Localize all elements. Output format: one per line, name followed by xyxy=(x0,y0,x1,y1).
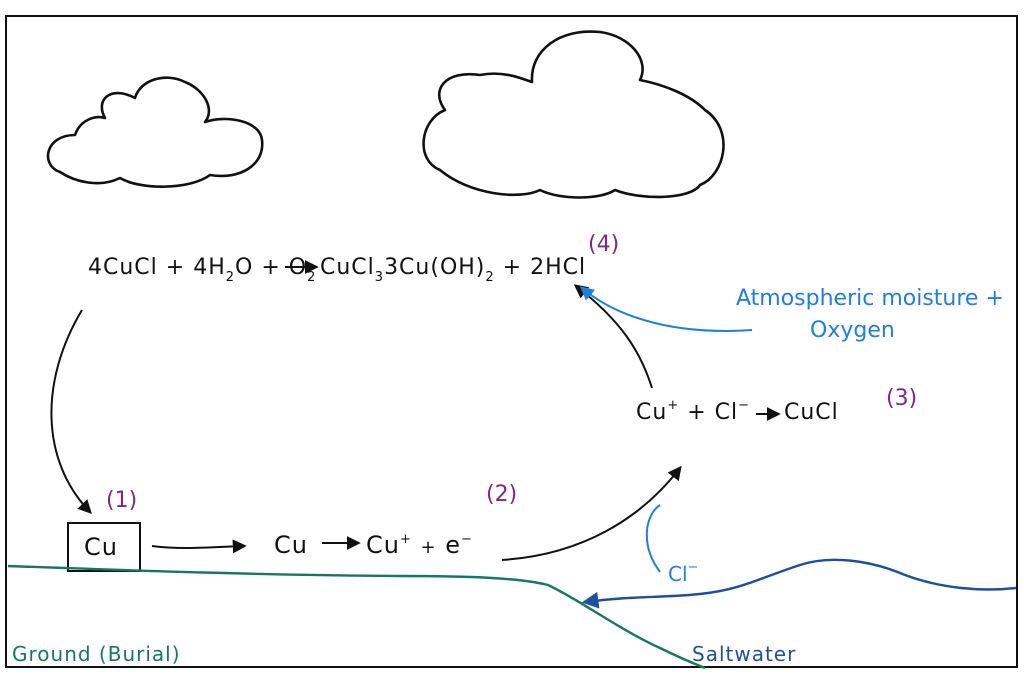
step2-plus: + xyxy=(420,537,437,558)
saltwater-label: Saltwater xyxy=(692,642,797,666)
saltwater-wave xyxy=(581,558,1017,609)
chloride-charge: − xyxy=(687,560,699,575)
step4-equation: 4CuCl + 4H2O + O2 xyxy=(88,255,316,285)
step4-product-d: 3Cu(OH) xyxy=(384,255,486,280)
arrow-atmosphere-to-step4 xyxy=(579,286,753,332)
step2-products: Cu+ + e− xyxy=(366,533,473,557)
step2-product-charge: + xyxy=(399,532,412,547)
step4-sub-a: 2 xyxy=(225,270,236,285)
cloud-left-icon xyxy=(46,76,264,188)
step2-electron: e xyxy=(445,531,462,559)
step2-reactant: Cu xyxy=(274,531,308,559)
step4-reactants-b: O + O xyxy=(235,255,308,280)
arrow-step4-to-step1 xyxy=(50,309,92,515)
step4-products: CuCl33Cu(OH)2 + 2HCl xyxy=(320,255,587,285)
step3-product: CuCl xyxy=(784,400,839,425)
step2-number: (2) xyxy=(486,482,518,507)
step4-sub-b: 2 xyxy=(307,270,317,285)
step1-species: Cu xyxy=(84,533,118,561)
step4-number: (4) xyxy=(588,232,620,257)
step2-electron-charge: − xyxy=(461,532,473,547)
step4-product-c: CuCl xyxy=(320,255,375,280)
cloud-right-icon xyxy=(422,30,725,199)
step2-product: Cu xyxy=(366,531,400,559)
step4-reactants: 4CuCl + 4H xyxy=(88,255,226,280)
step3-cation: Cu xyxy=(636,400,668,425)
cu-box xyxy=(67,522,141,572)
step4-sub-c: 3 xyxy=(374,270,385,285)
arrow-step3-to-step4 xyxy=(573,284,653,389)
arrow-step1-to-step2 xyxy=(151,539,247,554)
step3-number: (3) xyxy=(886,386,918,411)
chloride-label: Cl− xyxy=(668,561,698,586)
step1-number: (1) xyxy=(106,488,138,513)
arrow-step2-to-step3 xyxy=(501,465,682,561)
arrow-chloride-to-step3 xyxy=(645,504,661,573)
step4-sub-d: 2 xyxy=(485,270,495,285)
step4-product-e: + 2HCl xyxy=(502,255,587,280)
atmosphere-label-line2: Oxygen xyxy=(810,318,895,343)
diagram-frame xyxy=(5,15,1018,668)
step3-anion: Cl xyxy=(714,400,739,425)
ground-line xyxy=(7,564,706,670)
ground-label: Ground (Burial) xyxy=(12,642,181,666)
chloride-text: Cl xyxy=(668,562,688,586)
step3-equation: Cu+ + Cl− xyxy=(636,399,750,425)
atmosphere-label-line1: Atmospheric moisture + xyxy=(736,286,1004,311)
step3-cation-charge: + xyxy=(667,398,680,413)
step3-anion-charge: − xyxy=(738,398,751,413)
step3-plus: + xyxy=(687,400,707,425)
